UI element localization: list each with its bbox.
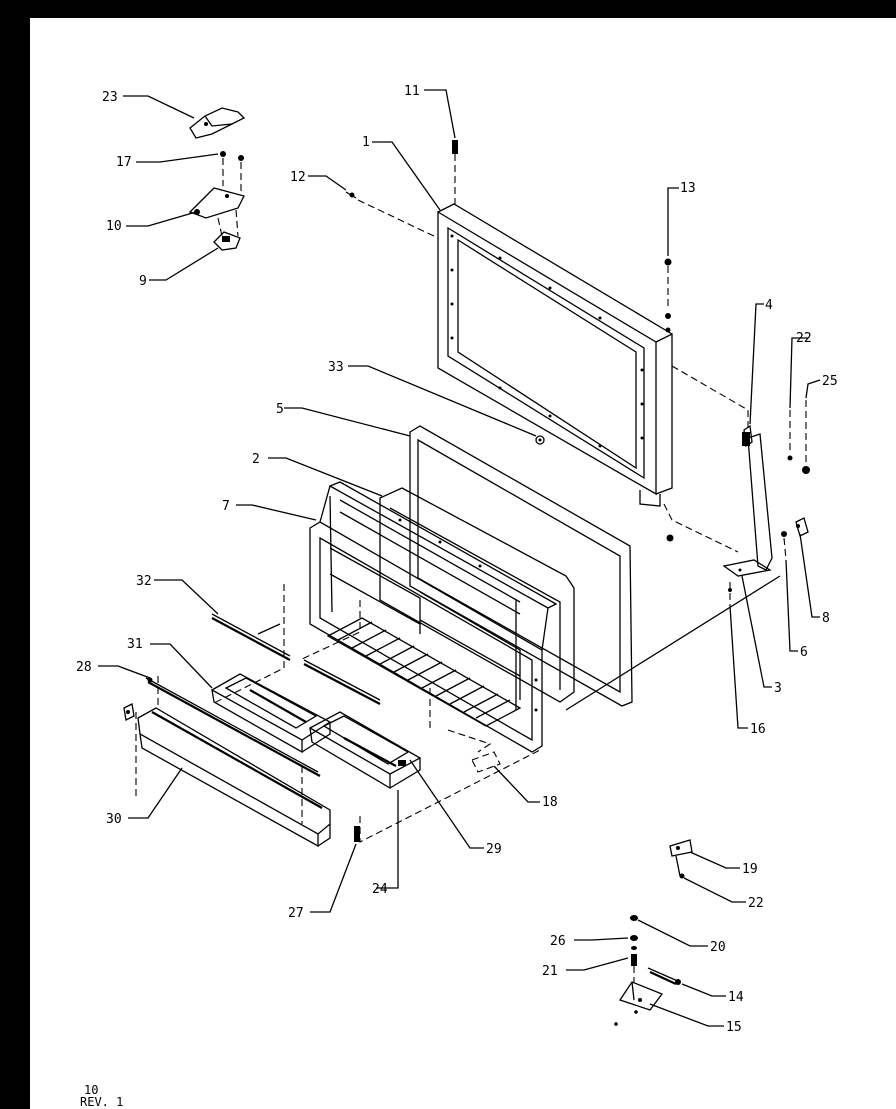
part-11-screw <box>452 140 458 206</box>
part-4-hinge-arm <box>663 365 773 577</box>
part-26-washer <box>630 935 638 950</box>
part-30-storage-bin <box>123 703 331 848</box>
callout-4: 4 <box>765 298 773 313</box>
callout-3: 3 <box>774 681 782 696</box>
part-15-lower-hinge <box>614 981 664 1026</box>
part-31-crisper-tray <box>210 623 332 754</box>
part-28-rail <box>145 677 321 777</box>
part-27-screw <box>354 826 360 842</box>
exploded-parts-diagram: 23 17 10 9 11 1 12 13 4 22 25 33 5 2 7 3… <box>76 84 838 1109</box>
part-17-screws <box>220 151 244 194</box>
part-14-lower-hinge-pin <box>647 967 681 985</box>
callout-27: 27 <box>288 906 304 921</box>
callout-8: 8 <box>822 611 830 626</box>
part-29-crisper-tray <box>303 659 422 790</box>
callout-5: 5 <box>276 402 284 417</box>
part-1-door-panel <box>437 203 673 507</box>
part-16-pin <box>728 582 732 606</box>
part-13-screw <box>664 258 672 333</box>
callout-19: 19 <box>742 862 758 877</box>
leader-lines <box>98 89 821 1027</box>
part-6-screw <box>781 531 787 561</box>
sheet-footer: 10 REV. 1 <box>80 1083 123 1109</box>
callout-1: 1 <box>362 135 370 150</box>
part-19-bracket <box>669 839 693 879</box>
callout-18: 18 <box>542 795 558 810</box>
part-23-handle-cap <box>189 107 246 139</box>
part-2-door-liner <box>379 487 575 703</box>
callout-33: 33 <box>328 360 344 375</box>
part-8-clip <box>795 517 809 537</box>
callout-31: 31 <box>127 637 143 652</box>
part-32-rail <box>211 613 291 661</box>
part-18-cover <box>471 751 501 773</box>
drawing-sheet: 23 17 10 9 11 1 12 13 4 22 25 33 5 2 7 3… <box>30 18 896 1109</box>
callout-30: 30 <box>106 812 122 827</box>
callout-7: 7 <box>222 499 230 514</box>
callout-labels: 23 17 10 9 11 1 12 13 4 22 25 33 5 2 7 3… <box>76 84 838 1035</box>
part-33-bumper <box>535 435 674 542</box>
callout-22-lower: 22 <box>748 896 764 911</box>
callout-10: 10 <box>106 219 122 234</box>
callout-32: 32 <box>136 574 152 589</box>
part-21-pin <box>631 954 637 982</box>
revision-label: REV. 1 <box>80 1095 123 1109</box>
callout-13: 13 <box>680 181 696 196</box>
callout-24: 24 <box>372 882 388 897</box>
part-9-hinge <box>213 231 241 251</box>
callout-17: 17 <box>116 155 132 170</box>
callout-23: 23 <box>102 90 118 105</box>
part-20-washer <box>630 915 638 921</box>
part-5-door-gasket <box>409 425 633 707</box>
part-12-pin <box>345 191 439 239</box>
callout-20: 20 <box>710 940 726 955</box>
callout-2: 2 <box>252 452 260 467</box>
callout-26: 26 <box>550 934 566 949</box>
callout-6: 6 <box>800 645 808 660</box>
callout-15: 15 <box>726 1020 742 1035</box>
part-10-hinge-bracket <box>188 187 245 237</box>
callout-28: 28 <box>76 660 92 675</box>
callout-21: 21 <box>542 964 558 979</box>
callout-22-upper: 22 <box>796 331 812 346</box>
part-25-nut <box>802 400 810 474</box>
callout-9: 9 <box>139 274 147 289</box>
part-7-drawer-frame <box>309 481 558 753</box>
callout-16: 16 <box>750 722 766 737</box>
callout-29: 29 <box>486 842 502 857</box>
callout-14: 14 <box>728 990 744 1005</box>
part-22-washer-upper <box>787 410 793 461</box>
callout-25: 25 <box>822 374 838 389</box>
page-number: 10 <box>84 1083 98 1097</box>
callout-12: 12 <box>290 170 306 185</box>
drawer-floor-grid <box>326 617 522 727</box>
callout-11: 11 <box>404 84 420 99</box>
